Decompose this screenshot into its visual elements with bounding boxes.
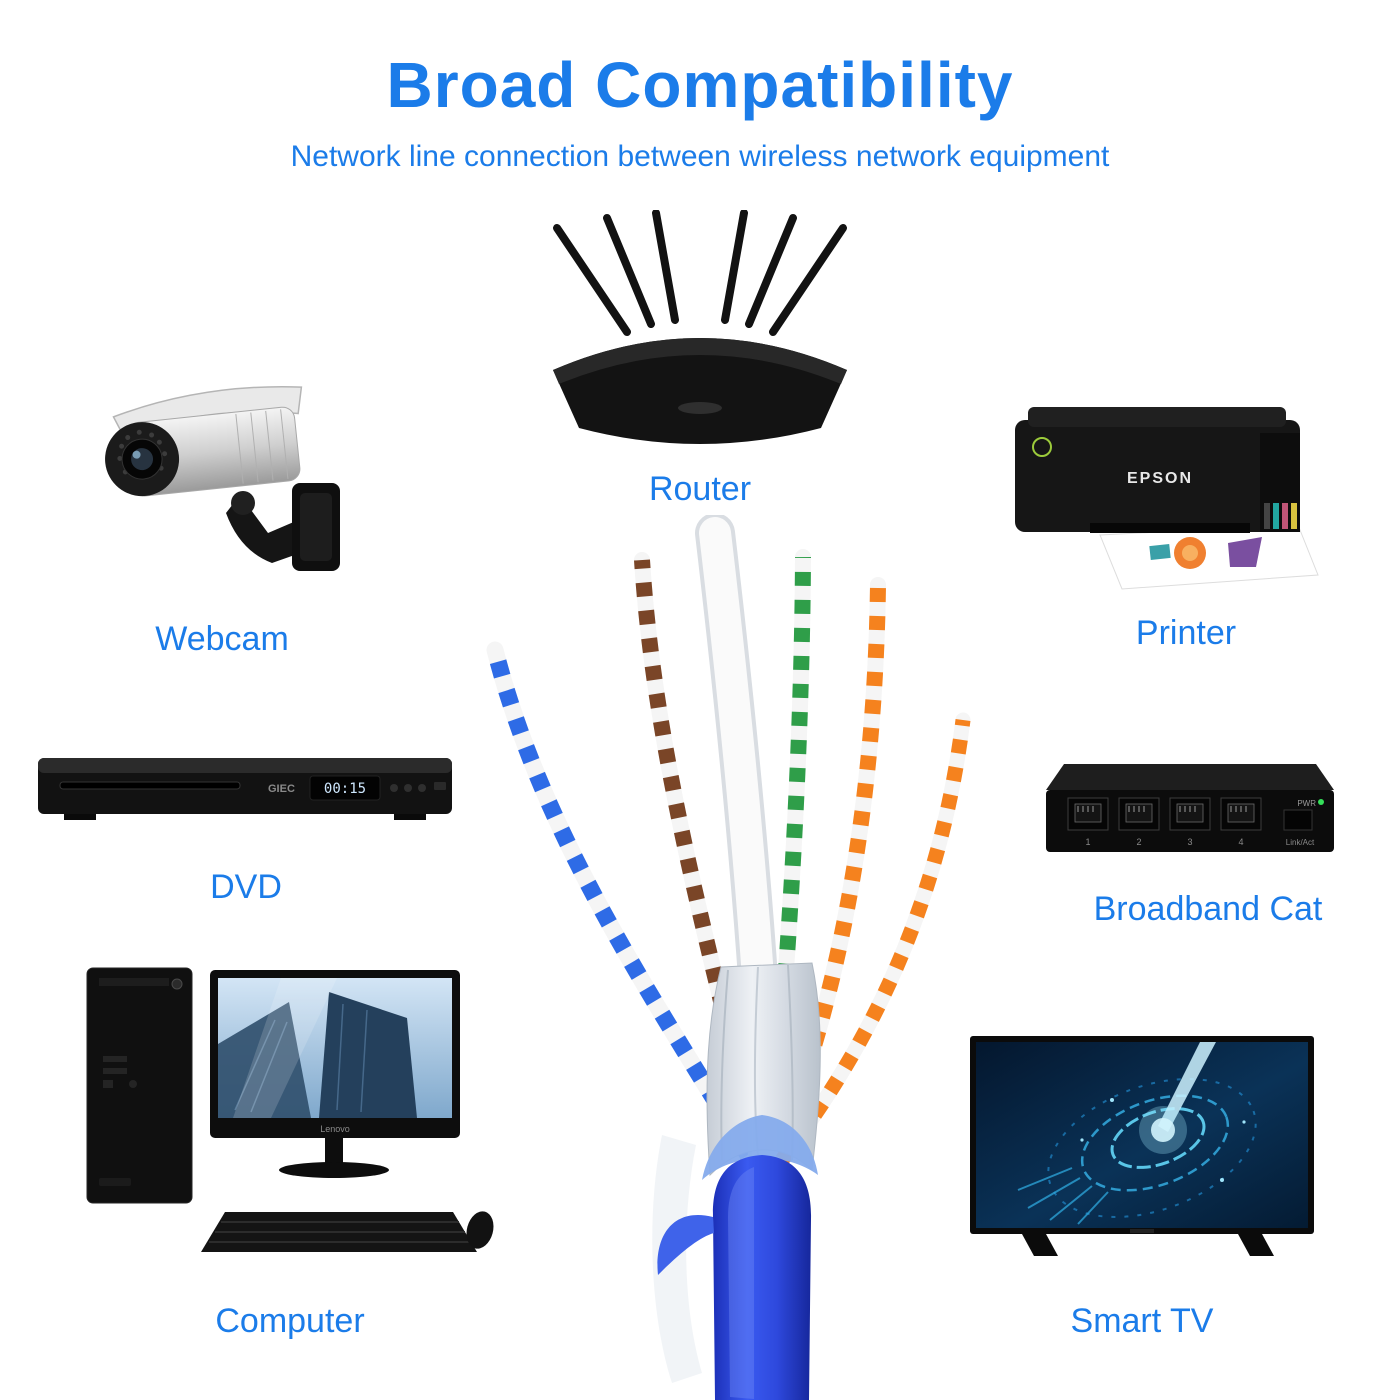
page-subtitle: Network line connection between wireless… bbox=[290, 140, 1110, 173]
dvd-player-icon: GIEC 00:15 bbox=[38, 758, 452, 820]
printer-brand-text: EPSON bbox=[1127, 470, 1193, 487]
printer-label: Printer bbox=[1135, 614, 1237, 652]
tower-case bbox=[86, 967, 193, 1204]
network-switch-icon: 1 2 3 4 PWR Link/Act bbox=[1046, 764, 1334, 852]
dvd-brand-text: GIEC bbox=[268, 783, 295, 795]
stripped-cable-icon bbox=[486, 515, 971, 1400]
tv-leg-left bbox=[1022, 1234, 1058, 1256]
printed-page bbox=[1099, 524, 1319, 590]
usb-port bbox=[434, 782, 446, 790]
ink-tanks bbox=[1264, 503, 1297, 529]
monitor: Lenovo bbox=[210, 970, 460, 1178]
printer-icon: EPSON bbox=[1015, 407, 1319, 590]
router-label: Router bbox=[648, 470, 752, 508]
smart-tv-icon bbox=[970, 1036, 1314, 1256]
broadband-cat-label: Broadband Cat bbox=[1093, 890, 1323, 928]
computer-label: Computer bbox=[215, 1302, 365, 1340]
power-led bbox=[1318, 799, 1324, 805]
printer-body bbox=[1015, 420, 1300, 532]
dvd-display-readout: 00:15 bbox=[324, 781, 366, 797]
tv-screen-vortex bbox=[1017, 1042, 1257, 1225]
keyboard bbox=[201, 1212, 477, 1252]
pwr-text: PWR bbox=[1297, 799, 1316, 808]
camera-body bbox=[105, 385, 303, 497]
broadband-cat-illustration: 1 2 3 4 PWR Link/Act bbox=[1040, 748, 1340, 868]
linkact-text: Link/Act bbox=[1286, 838, 1315, 847]
dvd-display bbox=[309, 775, 381, 801]
desktop-computer-icon: Lenovo bbox=[86, 967, 494, 1252]
smart-tv-illustration bbox=[962, 1030, 1322, 1270]
printed-page-artwork bbox=[1149, 537, 1262, 569]
router-illustration bbox=[515, 210, 885, 460]
tv-screen bbox=[976, 1042, 1308, 1228]
tv-leg-right bbox=[1238, 1234, 1274, 1256]
smart-tv-label: Smart TV bbox=[1070, 1302, 1214, 1340]
ethernet-cable-illustration bbox=[410, 515, 990, 1400]
router-antennas bbox=[553, 210, 847, 336]
monitor-brand-text: Lenovo bbox=[320, 1124, 350, 1134]
port-number-3: 3 bbox=[1187, 837, 1192, 847]
monitor-stand bbox=[325, 1138, 343, 1166]
router-body bbox=[553, 338, 847, 444]
rj45-ports bbox=[1067, 797, 1262, 831]
cable-jacket bbox=[657, 1155, 812, 1400]
inner-wrap bbox=[702, 1115, 818, 1180]
wifi-router-icon bbox=[553, 210, 847, 444]
dvd-illustration: GIEC 00:15 bbox=[30, 728, 460, 838]
mouse bbox=[466, 1211, 494, 1249]
dvd-label: DVD bbox=[210, 868, 282, 906]
port-number-1: 1 bbox=[1085, 837, 1090, 847]
security-camera-icon bbox=[105, 385, 340, 571]
printer-illustration: EPSON bbox=[1000, 385, 1320, 615]
dvd-buttons bbox=[390, 784, 426, 792]
switch-top bbox=[1046, 764, 1334, 790]
peeled-sheath bbox=[652, 1135, 702, 1383]
camera-wall-mount bbox=[226, 483, 340, 571]
sfp-port bbox=[1283, 809, 1313, 831]
webcam-illustration bbox=[90, 345, 360, 595]
webcam-label: Webcam bbox=[155, 620, 289, 658]
computer-illustration: Lenovo bbox=[75, 960, 495, 1270]
jacket-flap bbox=[657, 1215, 714, 1275]
tower-power-button bbox=[171, 978, 183, 990]
page-title: Broad Compatibility bbox=[386, 49, 1014, 121]
port-number-4: 4 bbox=[1238, 837, 1243, 847]
port-number-2: 2 bbox=[1136, 837, 1141, 847]
disc-tray bbox=[59, 781, 241, 790]
printer-power-button bbox=[1032, 437, 1052, 457]
